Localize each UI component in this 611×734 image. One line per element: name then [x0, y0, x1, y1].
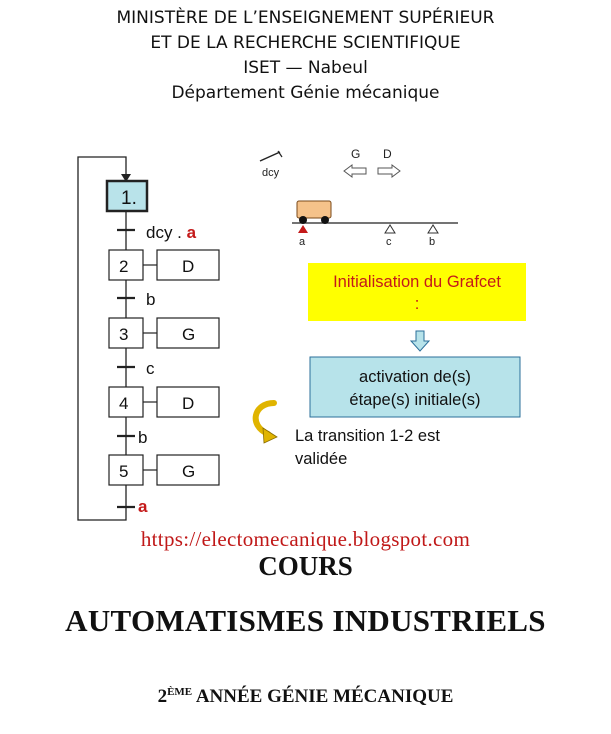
action-2-label: D	[182, 257, 194, 276]
grafcet-diagram: 1. 2 D 3 G 4 D 5 G dcy . a b c b	[77, 147, 526, 521]
step-5-label: 5	[119, 462, 128, 481]
action-step-4	[156, 386, 220, 418]
cart-wheel-left	[299, 216, 307, 224]
activation-line-2: étape(s) initiale(s)	[349, 391, 480, 409]
dcy-switch-icon	[259, 151, 281, 162]
grafcet-step-1	[105, 179, 149, 213]
curved-arrow-head	[262, 427, 278, 444]
transition-note-line-1: La transition 1-2 est	[295, 427, 440, 445]
loop-arrow-icon	[121, 174, 131, 182]
transition-2-receptivity: b	[146, 290, 155, 309]
grafcet-return-loop	[77, 156, 127, 521]
right-arrow-icon	[377, 164, 401, 178]
step-4-label: 4	[119, 394, 128, 413]
institute-name: ISET — Nabeul	[243, 58, 368, 78]
initialisation-line-1: Initialisation du Grafcet	[333, 273, 501, 291]
transition-4-receptivity: b	[138, 428, 147, 447]
initialisation-line-2: :	[415, 295, 420, 313]
sensor-a-icon	[298, 225, 308, 233]
sensor-a-label: a	[299, 236, 306, 248]
cart-icon	[296, 200, 332, 219]
sensor-c-label: c	[386, 236, 392, 248]
action-4-label: D	[182, 394, 194, 413]
transition-3-receptivity: c	[146, 359, 155, 378]
cart-wheel-right	[321, 216, 329, 224]
activation-box	[309, 356, 521, 418]
transition-5-receptivity: a	[138, 497, 148, 516]
sensor-b-label: b	[429, 236, 435, 248]
action-step-2	[156, 249, 220, 281]
dcy-switch-label: dcy	[262, 167, 280, 179]
ministry-line-1: MINISTÈRE DE L’ENSEIGNEMENT SUPÉRIEUR	[116, 8, 495, 28]
transition-note-line-2: validée	[295, 450, 347, 468]
grafcet-step-4	[108, 386, 144, 418]
action-step-5	[156, 454, 220, 486]
activation-line-1: activation de(s)	[359, 368, 471, 386]
sensor-b-icon	[427, 224, 439, 234]
step-2-label: 2	[119, 257, 128, 276]
action-3-label: G	[182, 325, 195, 344]
step-1-label: 1.	[121, 188, 137, 209]
document-title: AUTOMATISMES INDUSTRIELS	[65, 603, 546, 638]
cours-label: COURS	[258, 551, 353, 581]
sensor-c-icon	[384, 224, 396, 234]
down-arrow-icon	[409, 330, 431, 352]
right-direction-label: D	[383, 147, 392, 161]
action-step-3	[156, 317, 220, 349]
step-3-label: 3	[119, 325, 128, 344]
institution-header: MINISTÈRE DE L’ENSEIGNEMENT SUPÉRIEUR ET…	[0, 6, 611, 106]
department-name: Département Génie mécanique	[171, 83, 440, 103]
initialisation-box	[308, 263, 526, 321]
transition-1-receptivity: dcy . a	[146, 223, 197, 242]
grafcet-step-5	[108, 454, 144, 486]
ministry-line-2: ET DE LA RECHERCHE SCIENTIFIQUE	[150, 33, 461, 53]
left-direction-label: G	[351, 147, 360, 161]
left-arrow-icon	[343, 164, 367, 178]
blog-url-watermark: https://electomecanique.blogspot.com	[140, 527, 471, 551]
grafcet-step-2	[108, 249, 144, 281]
grafcet-figure: 1. 2 D 3 G 4 D 5 G dcy . a b c b	[60, 145, 540, 535]
academic-year: 2ÈME ANNÉE GÉNIE MÉCANIQUE	[157, 686, 454, 707]
action-5-label: G	[182, 462, 195, 481]
